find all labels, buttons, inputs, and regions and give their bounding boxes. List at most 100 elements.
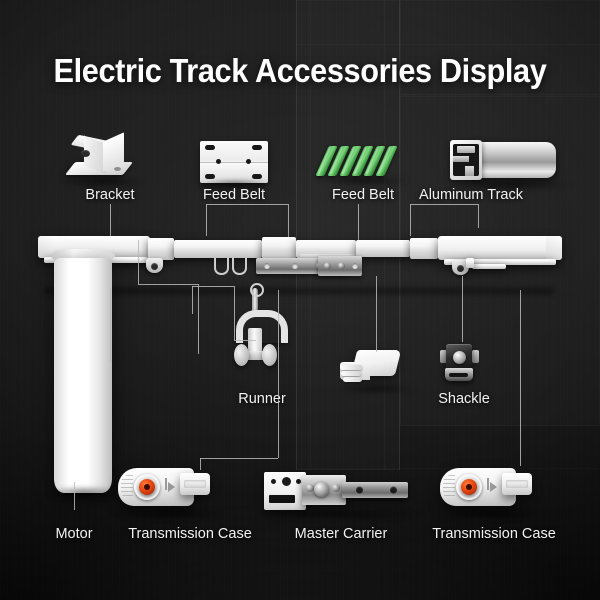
leader-runner-h1	[192, 286, 234, 287]
master-carrier-hole	[271, 479, 276, 484]
runner-wheel-right	[262, 344, 277, 366]
track-hanger-right	[452, 260, 469, 275]
label-bracket: Bracket	[85, 187, 135, 203]
feed-belt-plate-seam	[200, 162, 268, 163]
feed-belt-plate-shadow	[198, 179, 272, 189]
transmission-case-right-shadow	[438, 508, 548, 520]
track-rail-segment-3	[356, 240, 410, 257]
aluminum-track-inner-rib-mid	[453, 156, 469, 162]
track-right-bevel	[546, 236, 562, 260]
track-joint-2	[262, 237, 296, 259]
master-carrier-main-bolt	[314, 482, 329, 497]
master-carrier-arm-hole	[390, 486, 397, 494]
track-left-bevel	[38, 236, 54, 258]
track-rail-segment-2	[296, 240, 356, 258]
aluminum-track-inner-rib-top	[457, 146, 475, 153]
track-joint-1	[148, 238, 174, 260]
label-feed-belt-green: Feed Belt	[331, 187, 395, 203]
feed-belt-rivet	[252, 145, 262, 150]
label-transmission-case-right: Transmission Case	[432, 526, 556, 542]
track-right-tab	[472, 264, 506, 269]
leader-feed-belt-green	[358, 204, 359, 242]
master-carrier-arm	[342, 482, 408, 498]
carrier-bar-hole	[264, 263, 270, 269]
carrier-clip-finger	[341, 371, 361, 376]
bracket-screw-hole	[81, 150, 90, 157]
bracket-shadow	[60, 176, 146, 188]
transmission-case-nose-slot	[184, 480, 206, 488]
transmission-case-gear	[139, 479, 155, 495]
part-bracket[interactable]	[62, 132, 138, 184]
label-transmission-case-left: Transmission Case	[128, 526, 252, 542]
leader-feed-belt-plate-h	[206, 204, 288, 205]
transmission-case-arrow-icon	[490, 482, 497, 492]
runner-stem	[248, 328, 262, 358]
shackle-ear-right	[472, 350, 479, 363]
part-runner[interactable]	[230, 283, 288, 378]
leader-transmission-left-upper	[110, 288, 111, 362]
master-carrier-slot	[269, 495, 295, 503]
part-feed-belt-plate[interactable]	[200, 141, 268, 183]
feed-belt-rivet	[252, 174, 262, 179]
part-aluminum-track[interactable]	[448, 138, 568, 186]
leader-transmission-right-upper	[520, 290, 521, 466]
track-runner-hook-2	[232, 258, 247, 275]
track-joint-3	[410, 238, 438, 259]
runner-hook	[250, 283, 264, 314]
track-shackle-mount	[466, 258, 474, 268]
aluminum-track-inner-rib-bottom	[465, 166, 474, 176]
track-rail-segment-1	[174, 240, 262, 258]
part-carrier-clip[interactable]	[340, 344, 414, 388]
shackle-slot	[449, 373, 468, 377]
aluminum-track-shadow	[444, 180, 574, 190]
transmission-case-left-shadow	[116, 508, 226, 520]
leader-aluminum-track-v2	[478, 204, 479, 228]
transmission-case-ribs	[121, 475, 133, 499]
leader-aluminum-track-h	[410, 204, 478, 205]
master-carrier-shadow	[262, 508, 420, 520]
leader-shackle	[462, 276, 463, 342]
part-feed-belt-green[interactable]	[315, 142, 406, 180]
leader-aluminum-track-v1	[410, 204, 411, 236]
motor-body	[54, 258, 112, 493]
leader-runner-v1	[192, 286, 193, 314]
leader-master-carrier-h	[200, 458, 278, 459]
part-master-carrier[interactable]	[264, 466, 414, 514]
leader-master-carrier-v	[200, 458, 201, 470]
runner-arch	[236, 310, 288, 343]
carrier-block-bolt	[324, 262, 331, 270]
master-carrier-arm-hole	[356, 486, 363, 494]
leader-runner-h2	[234, 340, 256, 341]
label-shackle: Shackle	[438, 391, 490, 407]
part-transmission-case-left[interactable]	[118, 462, 218, 514]
track-hanger-left	[146, 258, 163, 273]
transmission-case-gear	[461, 479, 477, 495]
label-feed-belt-plate: Feed Belt	[202, 187, 266, 203]
part-motor[interactable]	[51, 249, 115, 493]
aluminum-track-extrusion	[470, 142, 556, 178]
label-runner: Runner	[238, 391, 286, 407]
leader-motor	[74, 482, 75, 510]
track-right-endcap	[438, 236, 562, 260]
leader-carrier-clip	[376, 276, 377, 352]
feed-belt-rivet	[205, 174, 215, 179]
master-carrier-bolt	[306, 484, 314, 492]
track-right-underlip	[444, 259, 556, 265]
leader-runner-v2	[234, 286, 235, 340]
leader-master-carrier-upper	[278, 290, 279, 458]
transmission-case-arrow-stem	[165, 478, 167, 490]
carrier-clip-finger	[343, 377, 362, 382]
feed-belt-rivet	[205, 145, 215, 150]
leader-bracket-elbow	[138, 284, 198, 285]
leader-feed-belt-plate-v1	[206, 204, 207, 236]
leader-bracket-to-track	[138, 240, 139, 284]
leader-bracket-drop	[198, 284, 199, 354]
shackle-ear-left	[440, 350, 447, 363]
transmission-case-arrow-icon	[168, 482, 175, 492]
runner-axle	[242, 351, 268, 360]
part-transmission-case-right[interactable]	[440, 462, 540, 514]
leader-feed-belt-plate-v2	[288, 204, 289, 240]
part-shackle[interactable]	[440, 340, 484, 388]
carrier-bar-hole	[292, 263, 298, 269]
transmission-case-nose-slot	[506, 480, 528, 488]
